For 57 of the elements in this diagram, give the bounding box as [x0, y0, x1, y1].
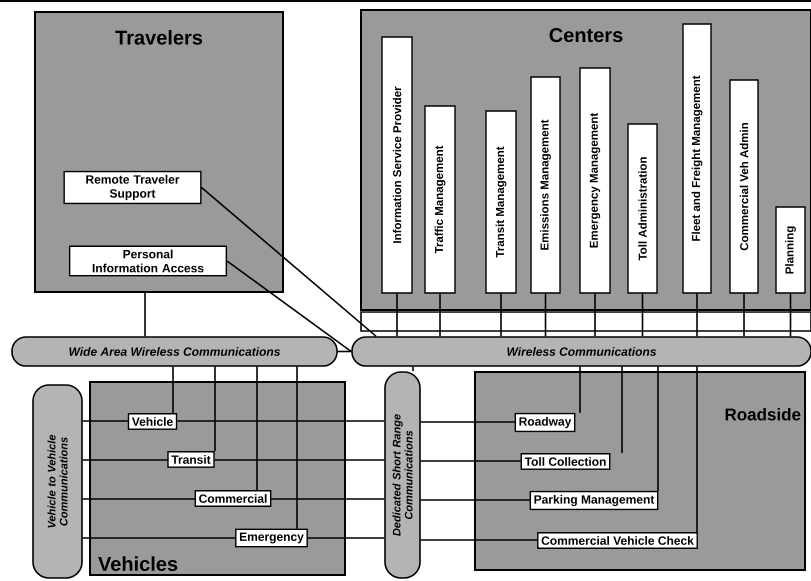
connector-line [82, 459, 168, 461]
connector-line [271, 498, 384, 500]
connector-line [226, 260, 352, 352]
process-box: Commercial Veh Admin [729, 79, 759, 294]
connector-line [790, 294, 792, 336]
communication-bar: Dedicated Short Range Communications [384, 371, 421, 579]
connector-line [201, 186, 377, 337]
connector-line [696, 366, 698, 532]
connector-line [657, 366, 659, 491]
connector-line [338, 350, 352, 352]
process-box: Parking Management [530, 490, 658, 510]
connector-line [396, 294, 398, 336]
connector-line [214, 366, 216, 452]
process-box: Emergency Management [579, 67, 611, 294]
process-box: Emergency [235, 528, 308, 548]
process-box: Emissions Management [530, 76, 561, 294]
connector-line [621, 366, 623, 454]
process-box: Transit Management [485, 110, 517, 294]
process-box: Traffic Management [424, 105, 456, 294]
connector-line [412, 366, 414, 372]
connector-line [308, 537, 384, 539]
communication-bar: Wireless Communications [351, 336, 811, 367]
process-box: Commercial Vehicle Check [537, 532, 698, 549]
process-box: Information Service Provider [381, 36, 413, 294]
connector-line [82, 420, 128, 422]
process-box: Remote Traveler Support [63, 170, 202, 204]
process-box: Fleet and Freight Management [682, 23, 712, 294]
connector-line [420, 460, 521, 462]
communication-bar: Vehicle to Vehicle Communications [32, 384, 83, 579]
process-box: Commercial [194, 490, 272, 507]
connector-line [214, 459, 384, 461]
connector-line [642, 294, 644, 336]
connector-line [420, 499, 530, 501]
process-box: Toll Administration [627, 123, 658, 294]
connector-line [82, 498, 195, 500]
connector-line [500, 294, 502, 336]
connector-line [172, 366, 174, 414]
connector-line [579, 366, 581, 413]
connector-line [296, 366, 298, 529]
connector-line [177, 420, 384, 422]
connector-line [594, 294, 596, 336]
connector-line [82, 537, 236, 539]
process-box: Toll Collection [520, 453, 610, 470]
connector-line [420, 539, 538, 541]
connector-line [420, 421, 515, 423]
process-box: Transit [167, 451, 215, 468]
process-box: Planning [775, 206, 806, 294]
connector-line [439, 294, 441, 336]
process-box: Roadway [514, 412, 576, 432]
connector-line [144, 293, 146, 336]
process-box: Personal Information Access [68, 246, 228, 276]
connector-line [696, 294, 698, 336]
process-box: Vehicle [128, 413, 178, 430]
connector-line [544, 294, 546, 336]
communication-bar: Wide Area Wireless Communications [11, 336, 338, 367]
connector-line [256, 366, 258, 490]
connector-line [743, 294, 745, 336]
